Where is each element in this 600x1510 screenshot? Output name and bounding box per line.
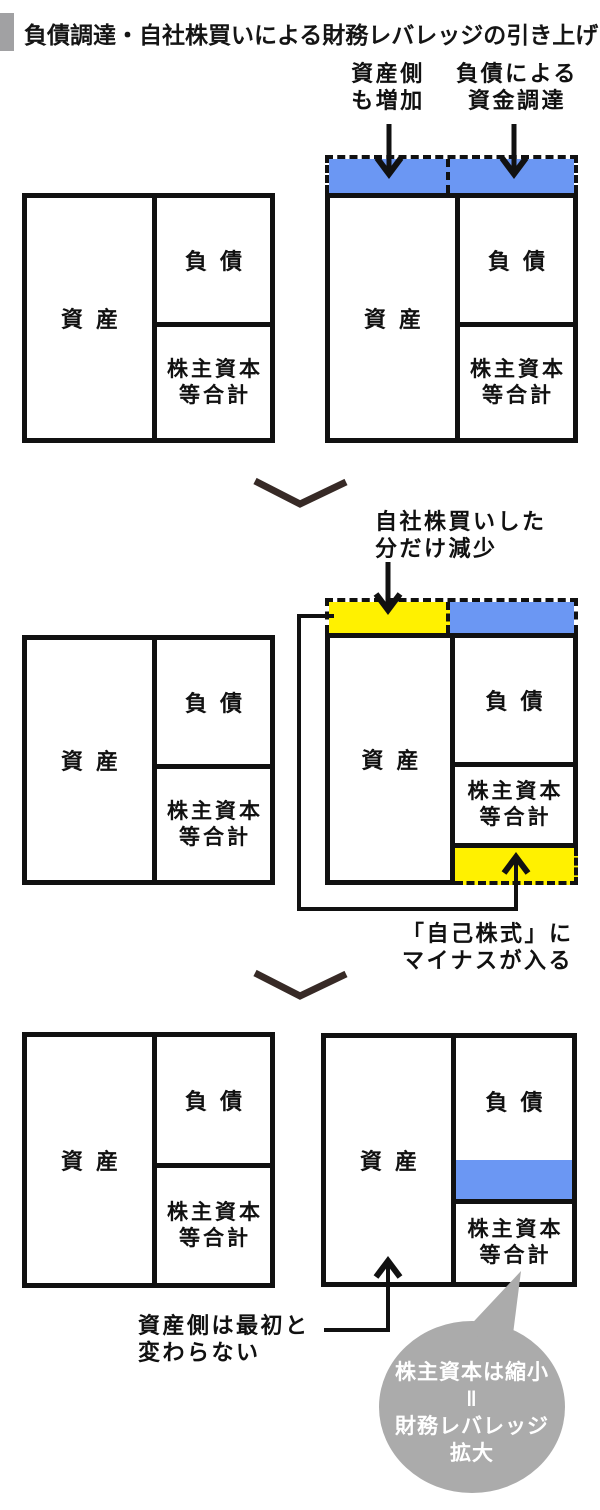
label-line: 変わらない — [138, 1340, 261, 1365]
equity-cell: 株主資本 等合計 — [157, 769, 270, 880]
label-line: も増加 — [351, 88, 425, 113]
equity-label-line2: 等合計 — [479, 1244, 552, 1267]
label-buyback-decrease: 自社株買いした 分だけ減少 — [375, 508, 547, 562]
liability-equity-column: 負債 株主資本 等合計 — [157, 640, 270, 880]
debt-cell: 負債 — [455, 633, 578, 767]
debt-cell: 負債 — [157, 640, 270, 769]
liability-equity-column: 負債 株主資本 等合計 — [157, 198, 270, 438]
balance-sheet-step2-before: 資産 負債 株主資本 等合計 — [22, 635, 275, 885]
label-treasury-minus: 「自己株式」に マイナスが入る — [402, 920, 574, 974]
balance-sheet-step2-after: 資産 負債 株主資本 等合計 — [325, 633, 578, 885]
label-asset-unchanged: 資産側は最初と 変わらない — [138, 1312, 310, 1366]
chevron-down-icon — [253, 969, 348, 1000]
asset-cell: 資産 — [27, 640, 157, 880]
debt-remaining-bar — [449, 602, 574, 633]
debt-cell: 負債 — [157, 198, 270, 327]
asset-increase-bar — [329, 159, 450, 193]
equity-cell: 株主資本 等合計 — [455, 767, 578, 848]
debt-cell: 負債 — [157, 1037, 270, 1168]
debt-label: 負債 — [184, 1089, 255, 1114]
page-title: 負債調達・自社株買いによる財務レバレッジの引き上げ — [24, 22, 599, 48]
debt-increase-bar — [449, 159, 574, 193]
equity-label-line1: 株主資本 — [470, 357, 566, 381]
debt-cell: 負債 — [460, 198, 573, 327]
new-debt-strip — [456, 1160, 572, 1199]
liability-equity-column: 負債 株主資本 等合計 — [456, 1038, 572, 1282]
debt-cell: 負債 — [456, 1038, 572, 1204]
balance-sheet-step1-before: 資産 負債 株主資本 等合計 — [22, 193, 275, 443]
equity-label-line1: 株主資本 — [167, 1200, 263, 1224]
asset-label: 資産 — [60, 749, 131, 774]
asset-cell: 資産 — [325, 633, 455, 885]
debt-label: 負債 — [487, 249, 558, 274]
bubble-line: 拡大 — [450, 1442, 494, 1465]
label-line: 資金調達 — [467, 88, 566, 113]
asset-label: 資産 — [361, 748, 432, 773]
debt-label: 負債 — [485, 1089, 556, 1115]
asset-label: 資産 — [363, 307, 434, 332]
liability-equity-column: 負債 株主資本 等合計 — [157, 1037, 270, 1283]
label-line: マイナスが入る — [402, 948, 574, 973]
equity-cell: 株主資本 等合計 — [456, 1204, 572, 1282]
equals-icon: ‖ — [466, 1388, 478, 1411]
new-capital-bar — [325, 155, 578, 193]
label-line: 資産側 — [351, 61, 425, 86]
label-line: 自社株買いした — [375, 509, 547, 534]
treasury-stock-minus-bar — [455, 848, 578, 885]
buyback-decrease-bar — [329, 602, 450, 633]
title-accent-bar — [0, 13, 14, 51]
asset-cell: 資産 — [330, 198, 460, 438]
leverage-callout-bubble: 株主資本は縮小 ‖ 財務レバレッジ 拡大 — [379, 1321, 565, 1493]
equity-label-line2: 等合計 — [479, 806, 552, 829]
bubble-line: 株主資本は縮小 — [395, 1361, 549, 1384]
asset-label: 資産 — [60, 1149, 131, 1174]
asset-cell: 資産 — [326, 1038, 456, 1282]
label-asset-side-increase: 資産側 も増加 — [325, 60, 451, 114]
asset-cell: 資産 — [27, 1037, 157, 1283]
equity-label-line2: 等合計 — [179, 1226, 251, 1250]
equity-label-line2: 等合計 — [179, 383, 251, 407]
bubble-line: 財務レバレッジ — [395, 1415, 549, 1438]
balance-sheet-step1-after: 資産 負債 株主資本 等合計 — [325, 193, 578, 443]
debt-label: 負債 — [184, 249, 255, 274]
equity-label-line1: 株主資本 — [467, 780, 564, 803]
equity-label-line1: 株主資本 — [167, 799, 263, 823]
label-line: 分だけ減少 — [375, 536, 498, 561]
label-debt-funding: 負債による 資金調達 — [452, 60, 582, 114]
debt-label: 負債 — [485, 689, 556, 714]
equity-label-line2: 等合計 — [482, 383, 554, 407]
equity-cell: 株主資本 等合計 — [460, 327, 573, 438]
equity-label-line1: 株主資本 — [167, 357, 263, 381]
debt-label: 負債 — [184, 691, 255, 716]
chevron-down-icon — [253, 477, 348, 508]
label-line: 負債による — [456, 61, 578, 86]
asset-label: 資産 — [359, 1149, 430, 1174]
equity-cell: 株主資本 等合計 — [157, 1168, 270, 1283]
balance-sheet-step3-before: 資産 負債 株主資本 等合計 — [22, 1032, 275, 1288]
buyback-bar — [325, 598, 578, 633]
balance-sheet-step3-after: 資産 負債 株主資本 等合計 — [321, 1033, 577, 1287]
asset-label: 資産 — [60, 307, 131, 332]
equity-label-line1: 株主資本 — [467, 1218, 564, 1241]
equity-label-line2: 等合計 — [179, 825, 251, 849]
label-line: 資産側は最初と — [138, 1313, 310, 1338]
equity-cell: 株主資本 等合計 — [157, 327, 270, 438]
liability-equity-column: 負債 株主資本 等合計 — [460, 198, 573, 438]
label-line: 「自己株式」に — [402, 921, 574, 946]
asset-cell: 資産 — [27, 198, 157, 438]
